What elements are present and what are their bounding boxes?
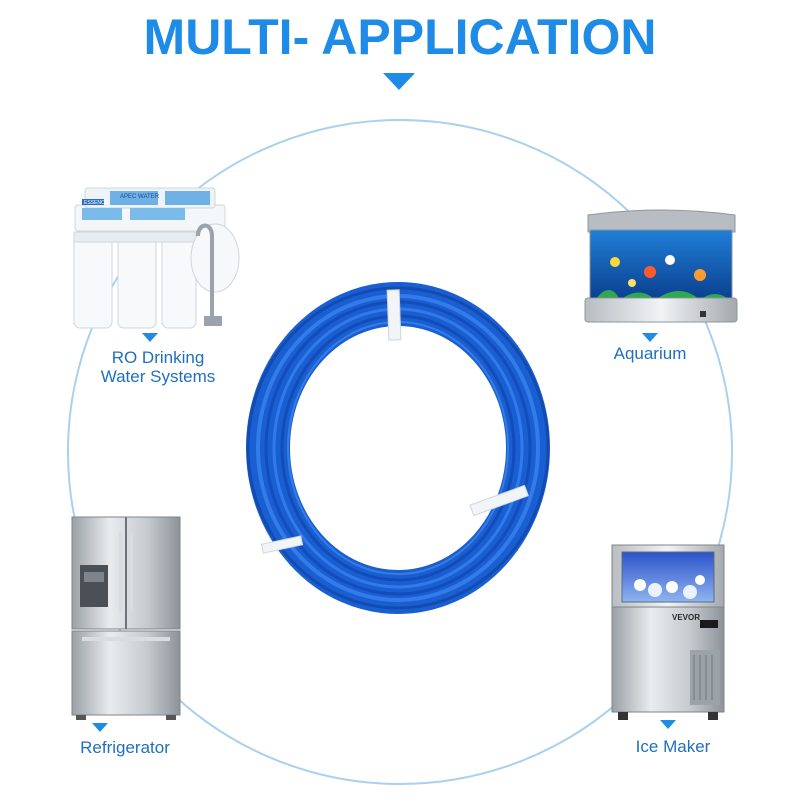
title-down-arrow-icon xyxy=(383,73,415,90)
aquarium-label: Aquarium xyxy=(613,344,687,363)
page-title: MULTI- APPLICATION xyxy=(143,9,657,65)
ice-maker-brand-text: VEVOR xyxy=(672,613,700,622)
aquarium-label-arrow-icon xyxy=(642,333,658,342)
ro-label-arrow-icon xyxy=(142,333,158,342)
refrigerator-label-arrow-icon xyxy=(92,723,108,732)
refrigerator-label: Refrigerator xyxy=(80,738,170,757)
ice-maker-icon xyxy=(611,544,725,720)
ice-maker-label: Ice Maker xyxy=(635,737,711,756)
refrigerator-icon xyxy=(71,516,181,720)
blue-tubing-coil-icon xyxy=(246,282,550,614)
ice-maker-label-arrow-icon xyxy=(660,720,676,729)
ro-label: RO Drinking Water Systems xyxy=(88,348,228,386)
ro-filter-system-icon xyxy=(73,187,240,329)
ro-label-line2: Water Systems xyxy=(100,367,216,386)
aquarium-icon xyxy=(584,209,738,323)
ro-logo-text: ESSENCE xyxy=(84,200,109,206)
ro-brand-text: APEC WATER xyxy=(120,194,160,200)
connecting-circle xyxy=(67,119,733,785)
ro-label-line1: RO Drinking xyxy=(111,348,205,367)
